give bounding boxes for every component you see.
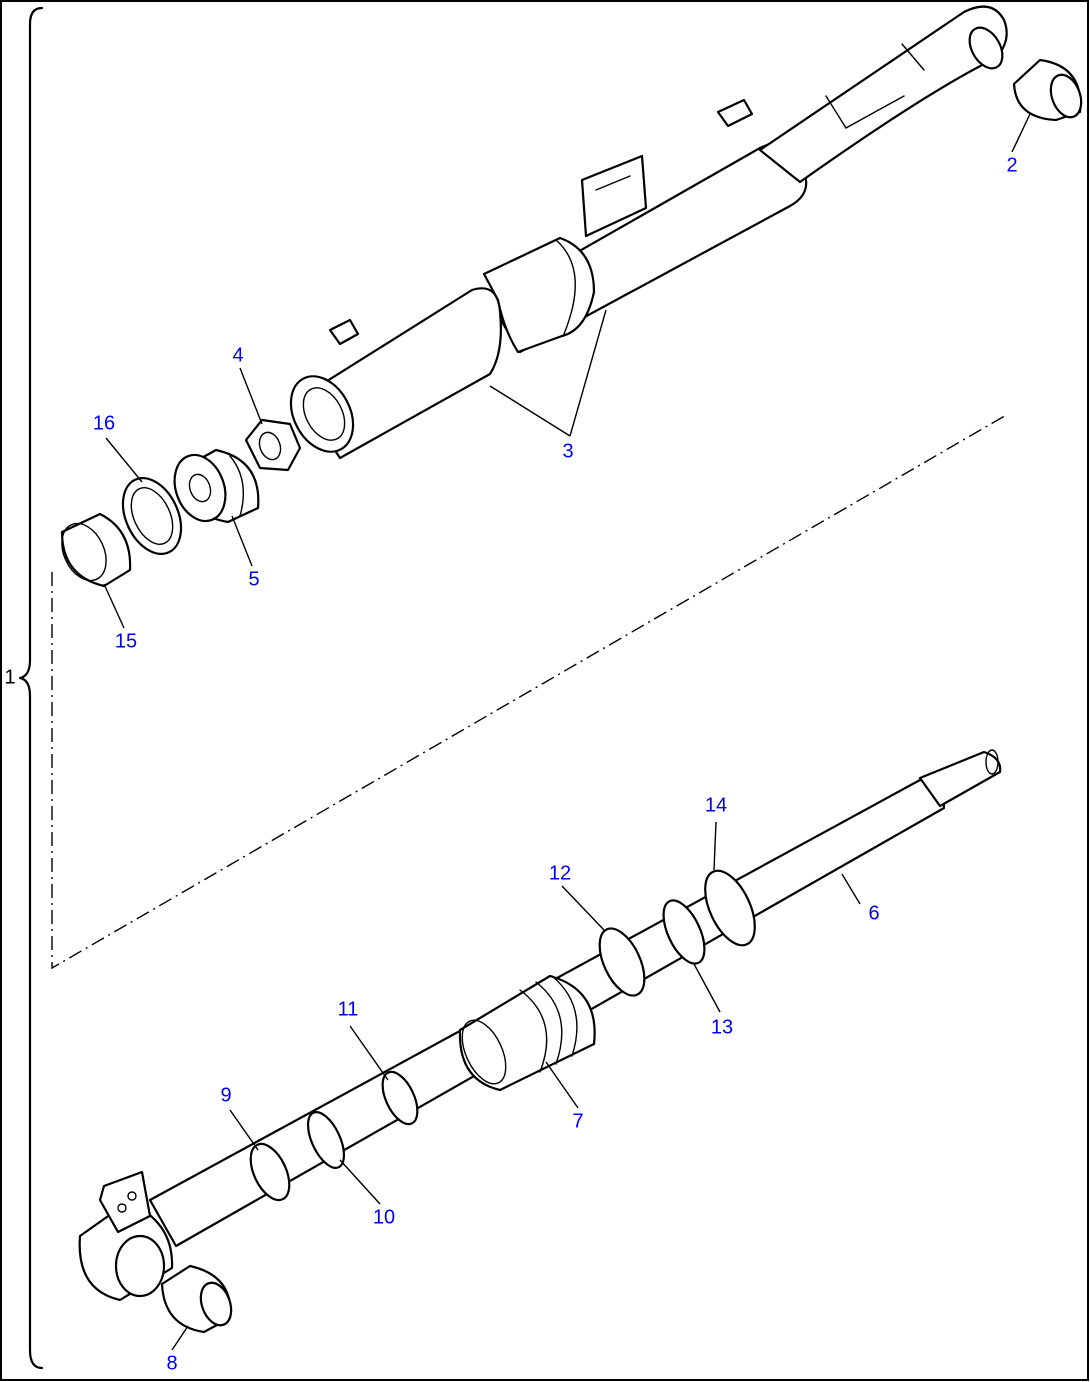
ring-14 [704, 869, 756, 947]
callout-3[interactable]: 3 [562, 440, 573, 462]
ring-10 [306, 1111, 346, 1169]
piston [173, 448, 260, 524]
callout-5[interactable]: 5 [248, 568, 259, 590]
nut [244, 418, 302, 472]
callout-9[interactable]: 9 [220, 1084, 231, 1106]
callout-13[interactable]: 13 [711, 1016, 733, 1038]
cylinder-tube [289, 5, 1008, 460]
rod-piston [458, 974, 596, 1092]
callout-10[interactable]: 10 [373, 1206, 395, 1228]
ring-16 [121, 477, 183, 555]
ring-13 [662, 899, 706, 965]
assembly-guide-line [51, 413, 1009, 970]
callout-2[interactable]: 2 [1006, 154, 1017, 176]
callouts: 1 2 3 4 5 6 7 8 9 10 11 12 13 14 15 16 [4, 154, 1017, 1374]
ring-11 [381, 1070, 419, 1126]
callout-12[interactable]: 12 [549, 862, 571, 884]
callout-1[interactable]: 1 [4, 666, 15, 688]
bushing-top [1012, 58, 1083, 122]
leader-lines [103, 113, 1031, 1351]
ring-9 [249, 1142, 291, 1202]
ring-15 [60, 512, 132, 588]
callout-7[interactable]: 7 [572, 1110, 583, 1132]
bushing-bottom [160, 1264, 233, 1334]
callout-11[interactable]: 11 [338, 998, 359, 1020]
callout-4[interactable]: 4 [232, 344, 243, 366]
assembly-brace [18, 6, 44, 1370]
callout-15[interactable]: 15 [115, 630, 137, 652]
callout-8[interactable]: 8 [166, 1352, 177, 1374]
callout-14[interactable]: 14 [705, 794, 727, 816]
ring-12 [598, 927, 646, 997]
callout-6[interactable]: 6 [868, 902, 879, 924]
callout-16[interactable]: 16 [93, 412, 115, 434]
